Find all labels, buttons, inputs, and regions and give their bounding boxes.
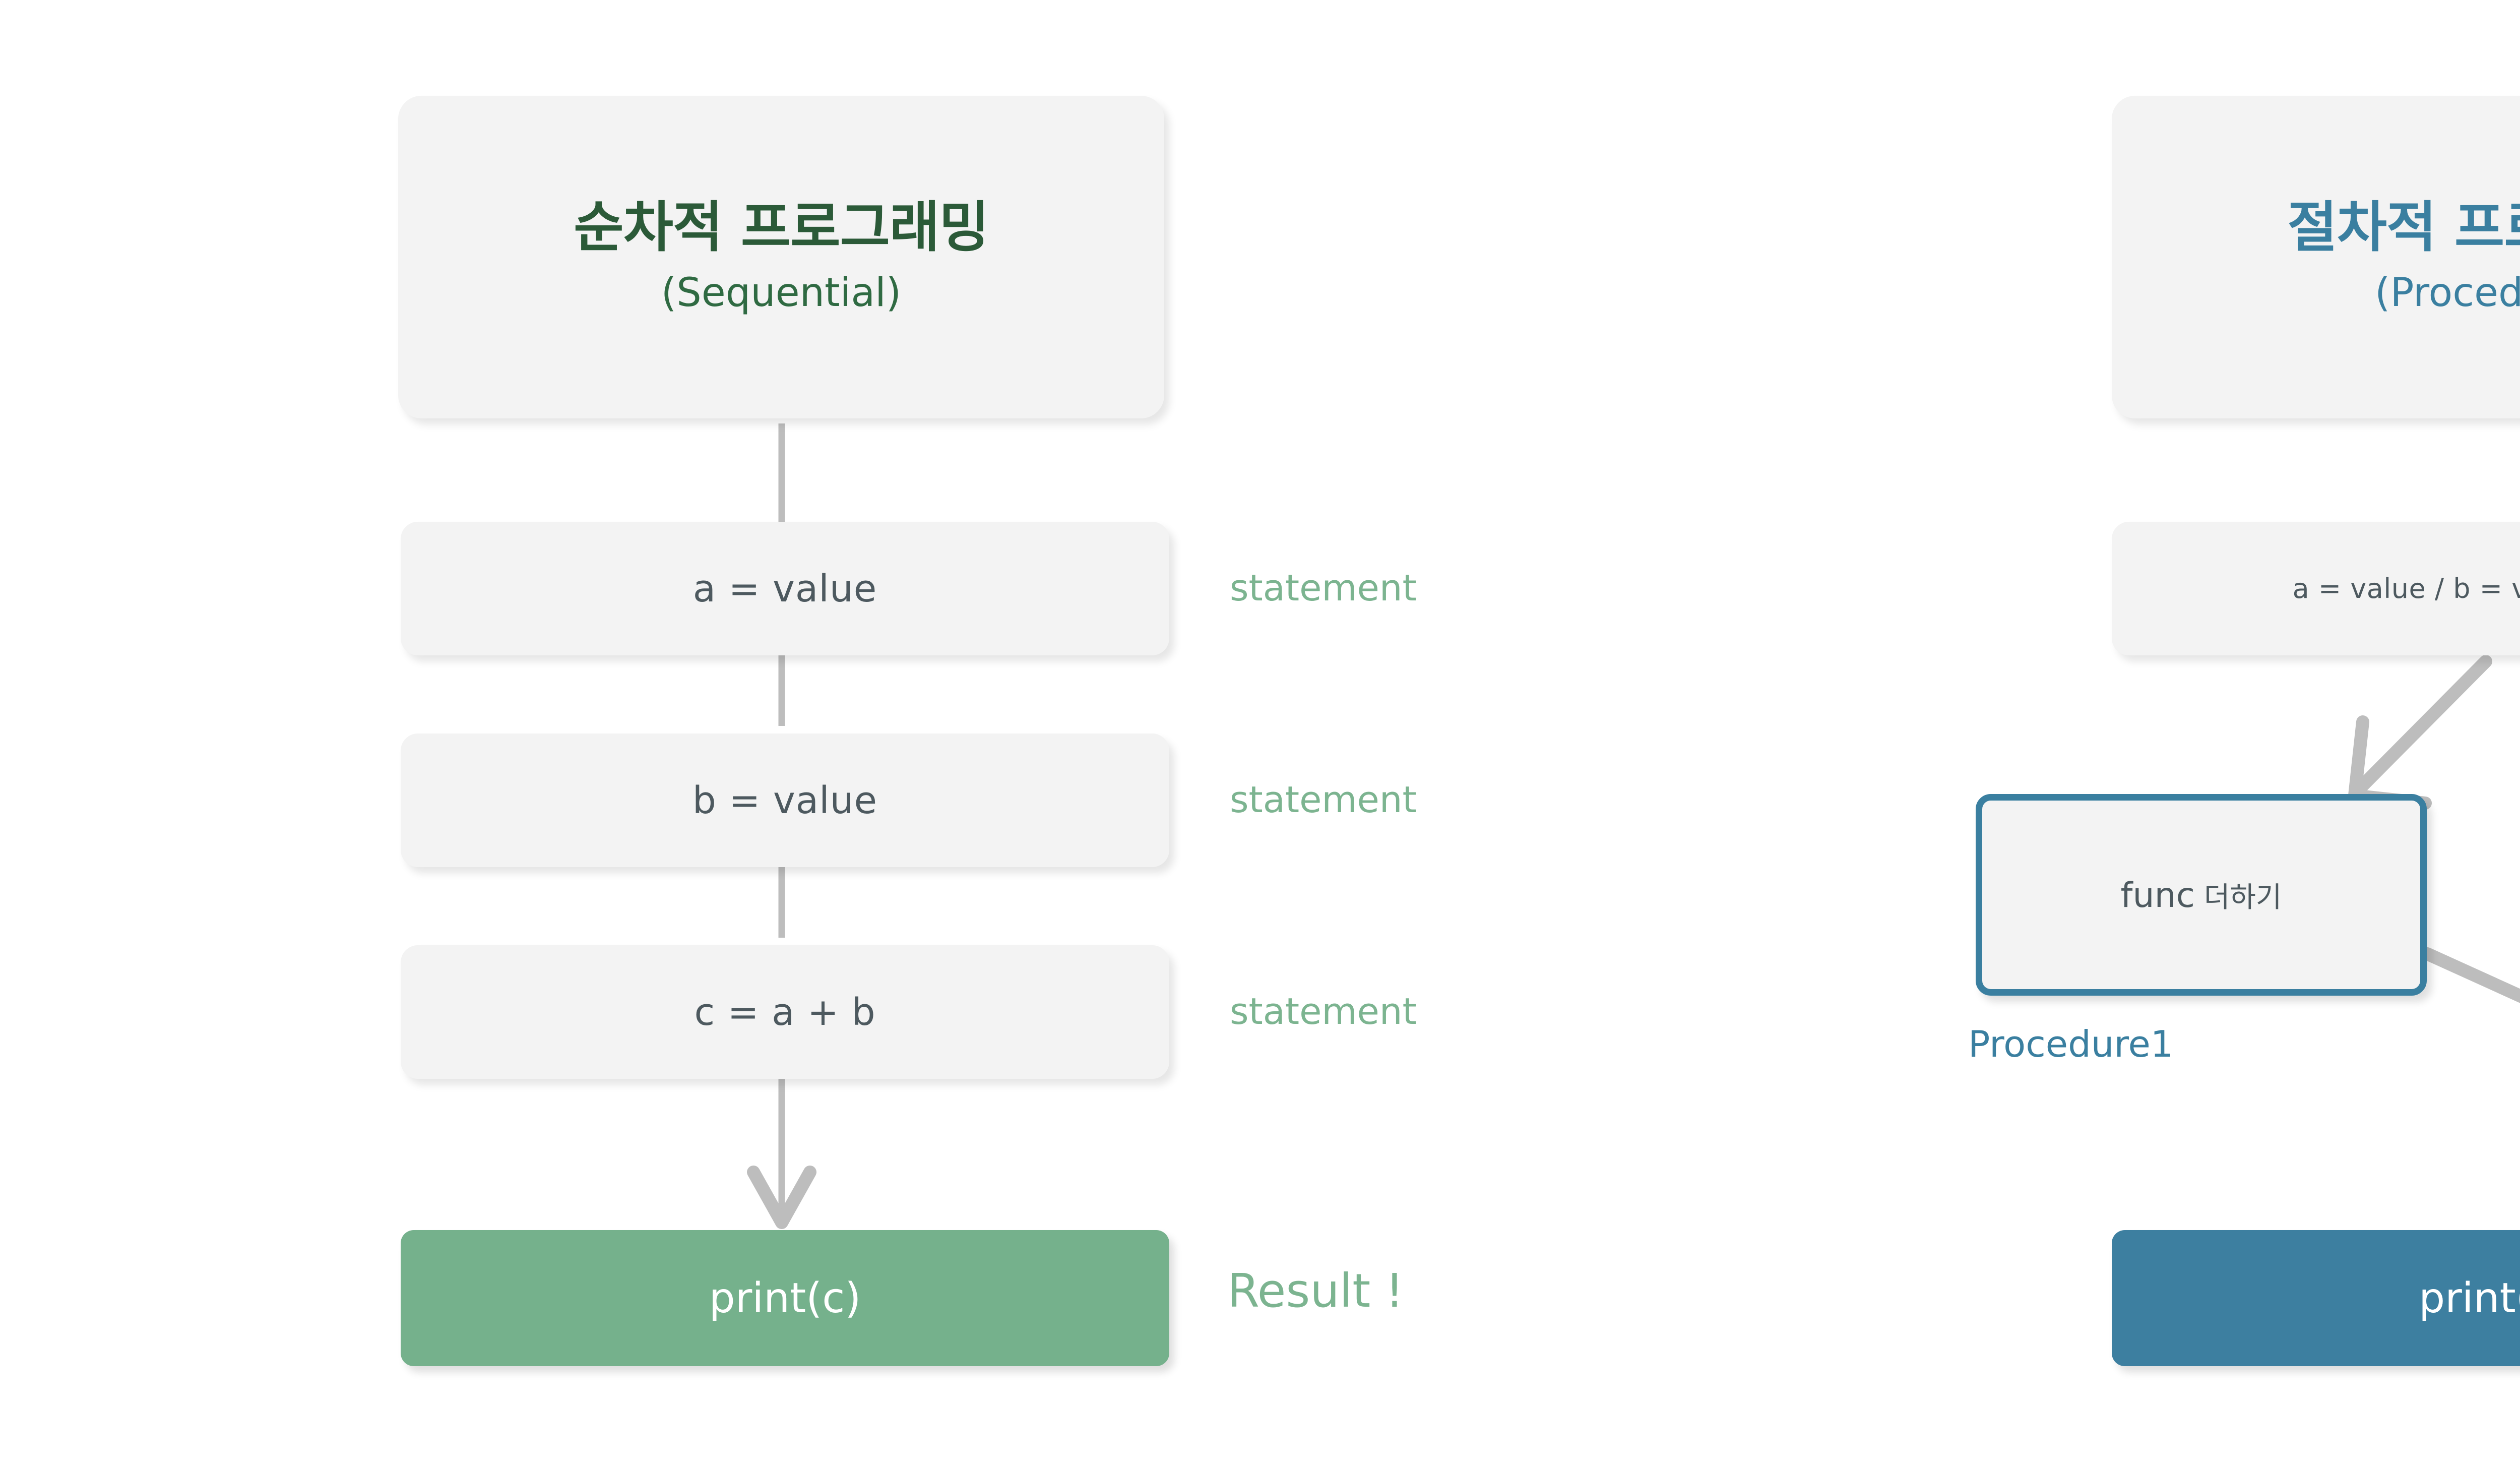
left-step-2-text: b = value xyxy=(692,778,878,822)
right-header-card: 절차적 프로그래밍 (Procedural) xyxy=(2112,96,2520,418)
left-step-3-card: c = a + b xyxy=(401,945,1169,1079)
right-result-text: print(c) xyxy=(2419,1274,2520,1322)
left-step-1-text: a = value xyxy=(692,567,877,611)
procedure-1-keyword: func xyxy=(2120,875,2195,915)
left-step-2-label: statement xyxy=(1230,778,1417,821)
right-header-title: 절차적 프로그래밍 xyxy=(2287,196,2520,259)
global-data-text: a = value / b = value / c = ... xyxy=(2292,573,2520,604)
arrow-globaldata-to-procedure1 xyxy=(2348,655,2492,810)
left-result-label: Result ! xyxy=(1227,1264,1404,1318)
procedure-1-label: Procedure1 xyxy=(1968,1023,2174,1065)
left-step-1-label: statement xyxy=(1230,567,1417,609)
left-step-3-text: c = a + b xyxy=(694,990,876,1034)
left-result-text: print(c) xyxy=(709,1274,861,1322)
left-step-1-card: a = value xyxy=(401,522,1169,655)
procedure-1-card: func 더하기 xyxy=(1976,794,2427,996)
global-data-card: a = value / b = value / c = ... xyxy=(2112,522,2520,655)
procedure-1-text: func 더하기 xyxy=(2121,875,2282,915)
procedure-1-name: 더하기 xyxy=(2195,881,2282,914)
left-step-2-card: b = value xyxy=(401,734,1169,867)
arrow-procedure1-to-procedure2 xyxy=(2421,947,2520,1003)
left-header-subtitle: (Sequential) xyxy=(661,270,902,316)
left-header-title: 순차적 프로그래밍 xyxy=(574,196,989,259)
left-result-card: print(c) xyxy=(401,1230,1169,1366)
arrow-step3-to-result xyxy=(747,1073,816,1229)
right-result-card: print(c) xyxy=(2112,1230,2520,1366)
left-header-card: 순차적 프로그래밍 (Sequential) xyxy=(398,96,1164,418)
left-step-3-label: statement xyxy=(1230,990,1417,1032)
right-header-subtitle: (Procedural) xyxy=(2375,270,2520,316)
